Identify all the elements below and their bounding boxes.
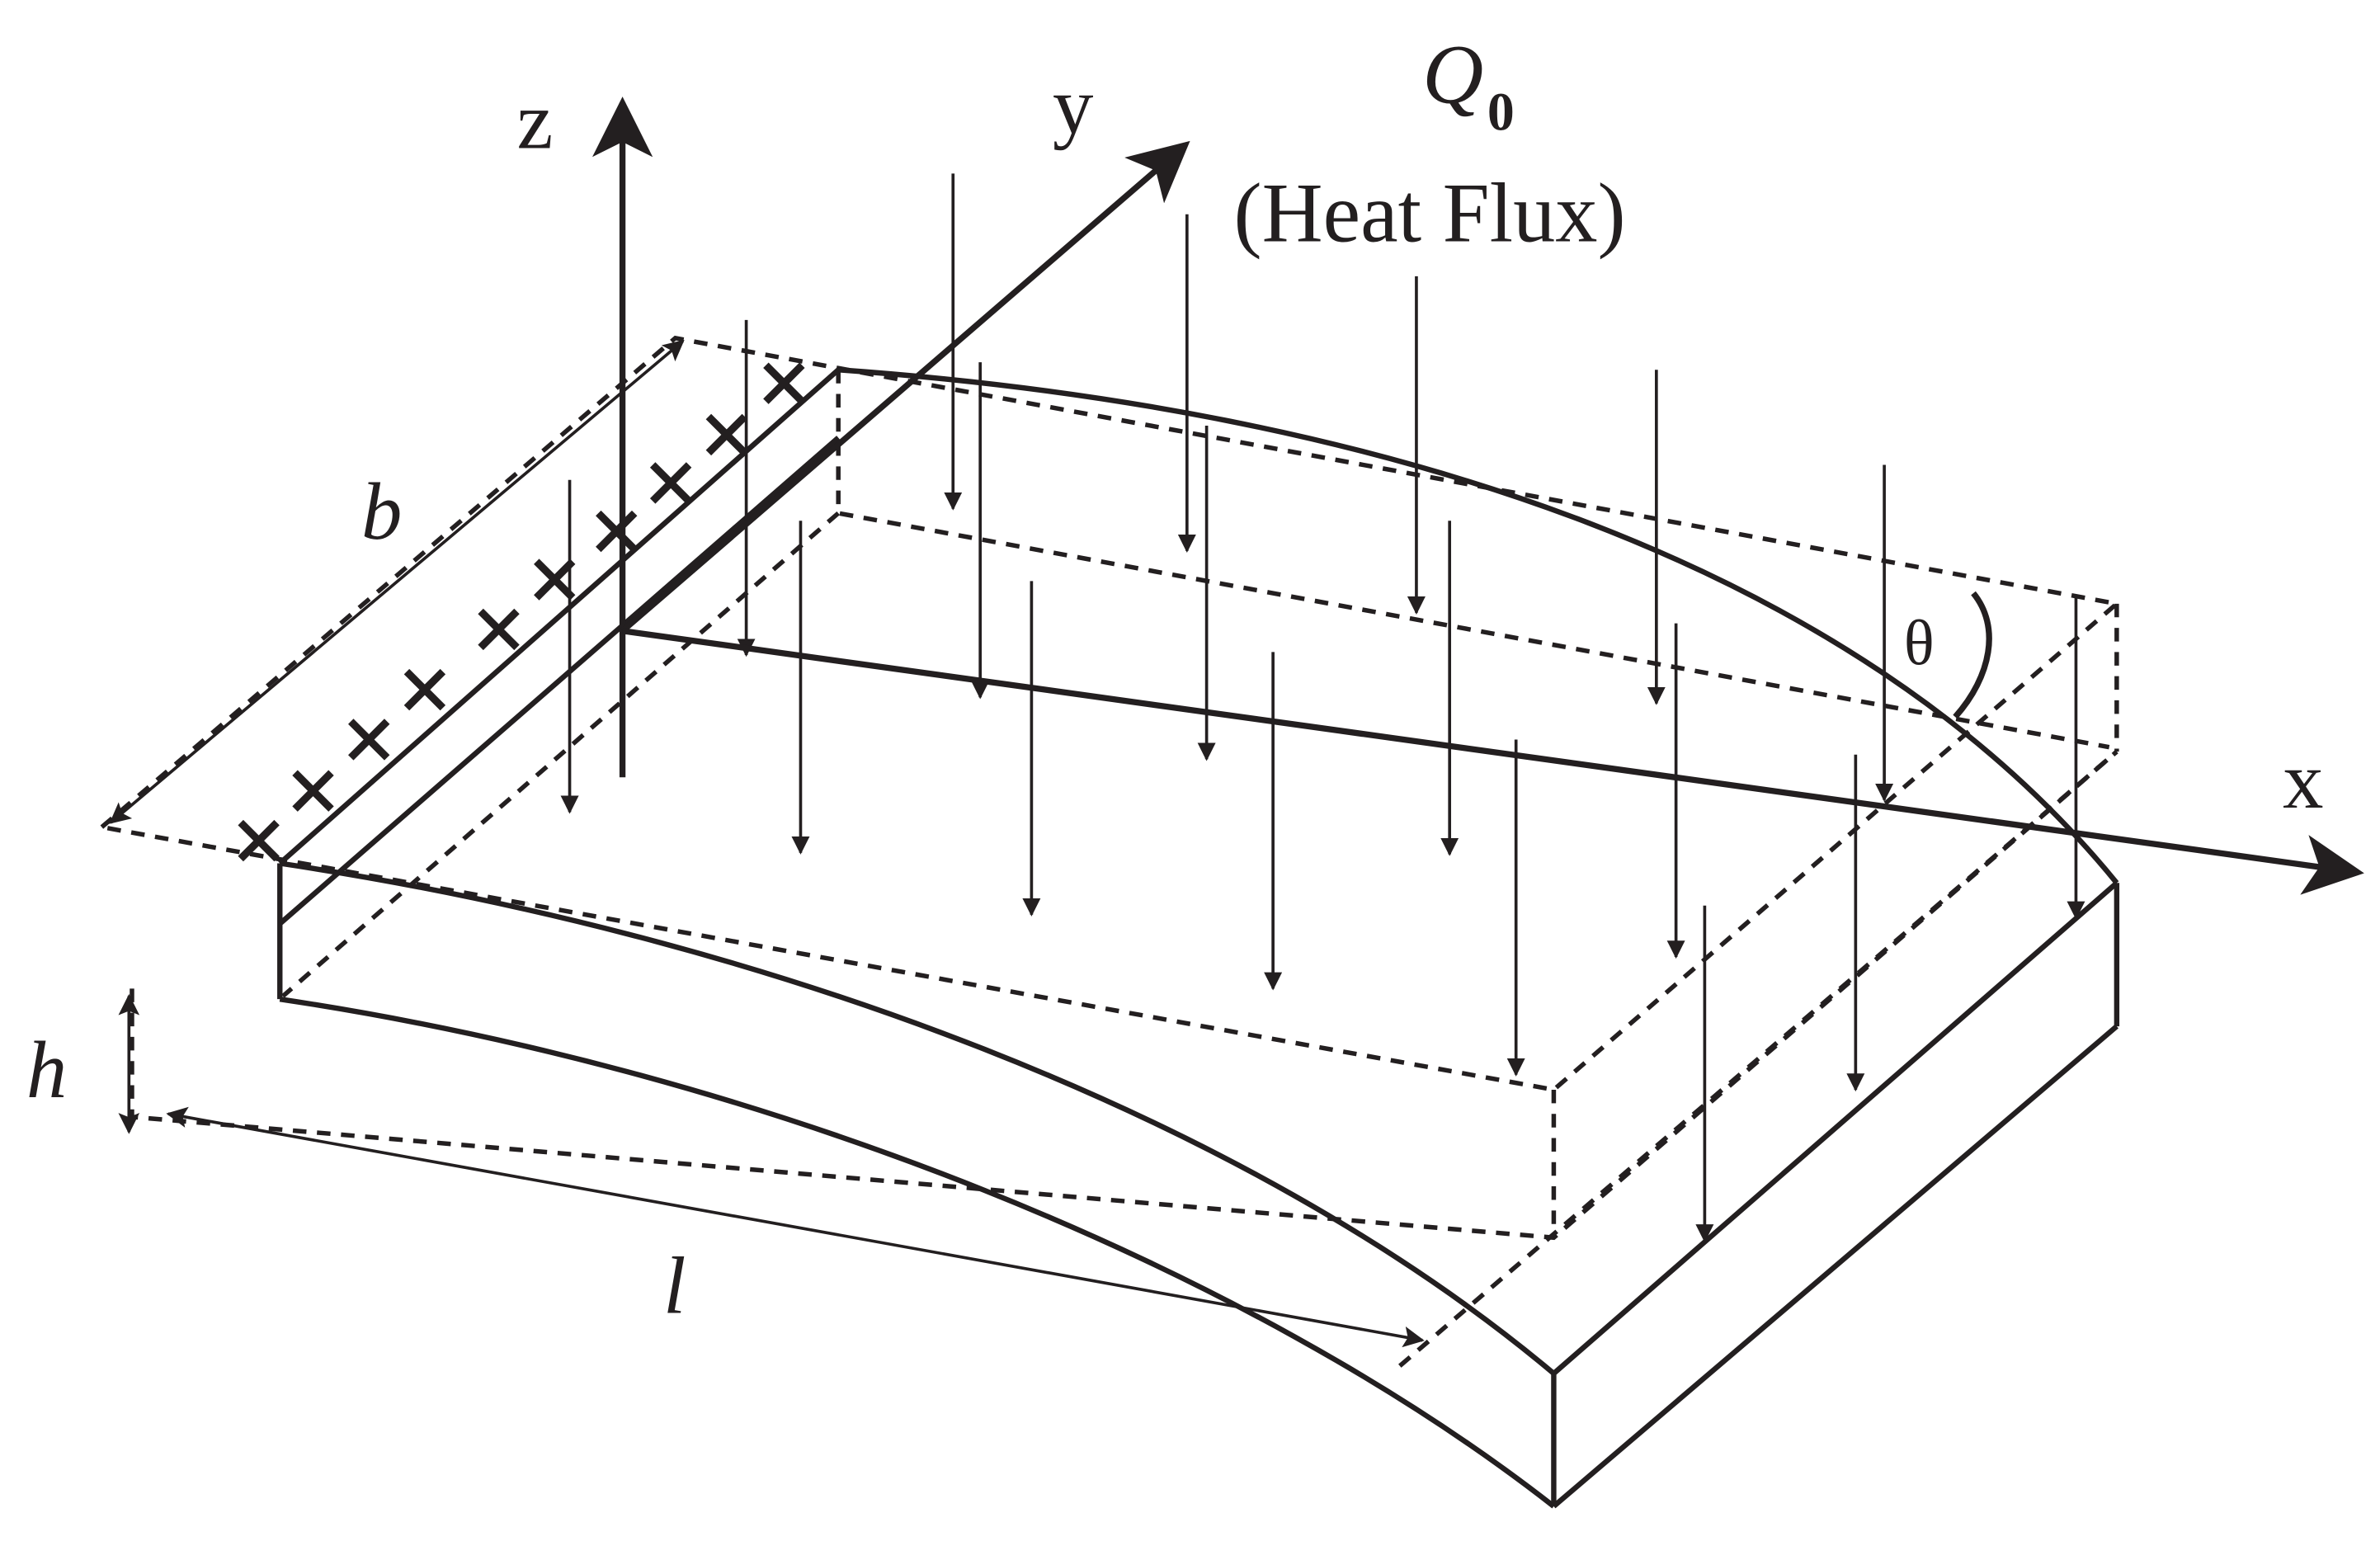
theta-arc <box>1953 591 1992 719</box>
heat-flux-subscript: 0 <box>1487 82 1515 142</box>
undeformed-plate-outline <box>97 335 2122 1368</box>
z-axis-label: z <box>517 76 554 166</box>
length-label: l <box>663 1242 686 1331</box>
heat-flux-caption: (Heat Flux) <box>1234 167 1626 261</box>
heat-flux-arrows <box>560 173 2085 1243</box>
dimension-lines <box>109 339 1425 1348</box>
width-dimension-line <box>109 339 685 824</box>
x-axis <box>622 628 2364 895</box>
width-label: b <box>361 467 402 557</box>
theta-label: θ <box>1904 608 1935 678</box>
length-dimension-line <box>166 1106 1425 1348</box>
y-axis-label: y <box>1053 61 1093 151</box>
heat-flux-label: Q 0 (Heat Flux) <box>1234 28 1626 260</box>
deformed-plate <box>277 367 2120 1509</box>
height-label: h <box>26 1025 67 1115</box>
heat-flux-symbol: Q <box>1422 28 1483 121</box>
x-axis-label: x <box>2283 736 2323 826</box>
y-axis <box>620 140 1190 634</box>
clamped-edge-marks <box>238 362 805 862</box>
